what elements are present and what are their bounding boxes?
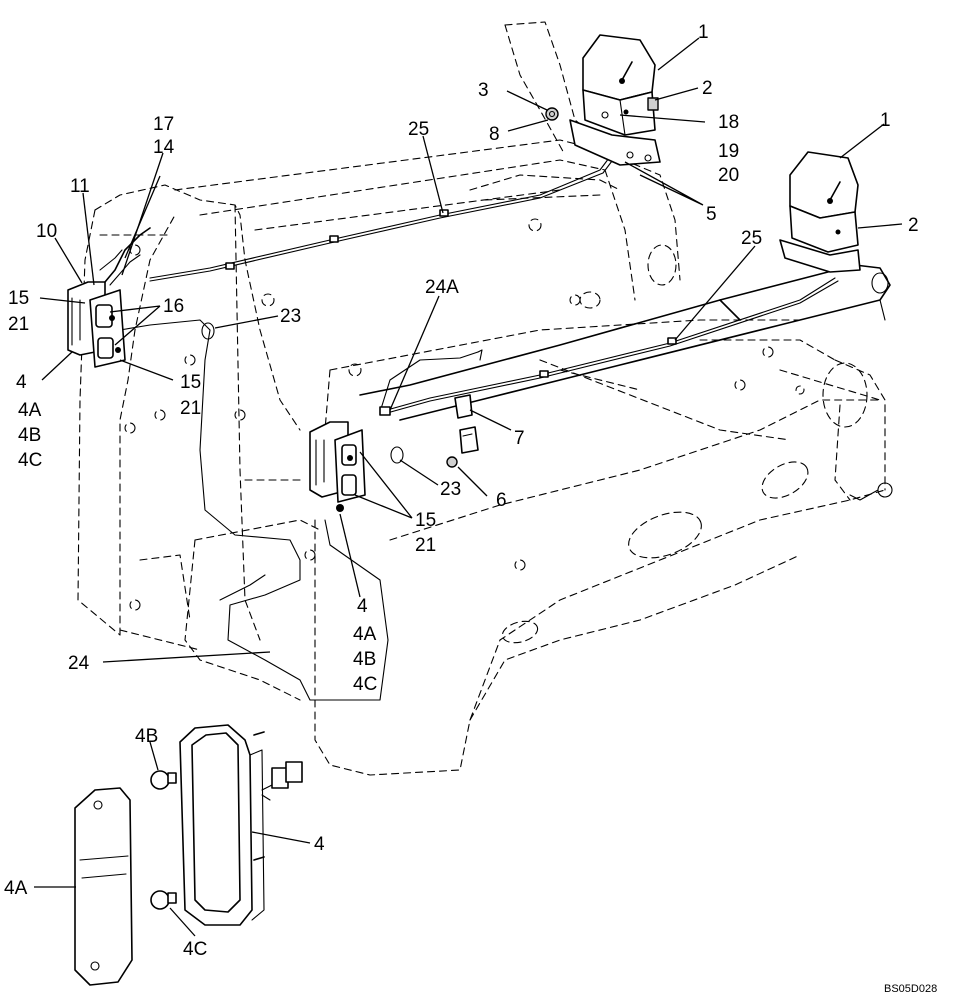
callout-c27: 24A — [425, 277, 459, 298]
callout-c13: 17 — [153, 114, 174, 135]
callout-c14: 14 — [153, 137, 175, 158]
callout-c32: 21 — [415, 535, 436, 556]
callout-c37: 24 — [68, 653, 90, 674]
callout-c04: 8 — [489, 124, 500, 145]
wiring-harness — [119, 149, 839, 701]
drawing-number: BS05D028 — [884, 983, 937, 995]
callout-c16: 10 — [36, 221, 57, 242]
middle-lamp-assembly — [309, 421, 366, 512]
callout-c26: 21 — [180, 398, 201, 419]
relay-assembly — [446, 349, 483, 468]
callout-c09: 2 — [908, 215, 919, 236]
callout-c03: 3 — [478, 80, 489, 101]
callout-c28: 7 — [514, 428, 525, 449]
callout-c07: 20 — [718, 165, 739, 186]
callout-c08: 1 — [880, 110, 891, 131]
callout-c38: 4B — [135, 726, 158, 747]
right-work-lamp — [779, 151, 861, 273]
callout-c22: 4A — [18, 400, 42, 421]
tail-lamp-exploded — [74, 724, 303, 986]
callout-c02: 2 — [702, 78, 713, 99]
callout-c24: 4C — [18, 450, 42, 471]
callout-c06: 19 — [718, 141, 739, 162]
callout-c17: 15 — [8, 288, 29, 309]
callout-c25: 15 — [180, 372, 201, 393]
callout-c34: 4A — [353, 624, 377, 645]
callout-c20: 23 — [280, 306, 301, 327]
callout-c05: 18 — [718, 112, 739, 133]
callout-c30: 6 — [496, 490, 507, 511]
callout-c10: 5 — [706, 204, 717, 225]
callout-c35: 4B — [353, 649, 376, 670]
callout-c23: 4B — [18, 425, 41, 446]
callout-c11: 25 — [408, 119, 429, 140]
callout-labels: 1 2 3 8 18 19 20 1 2 5 25 25 17 14 11 10… — [4, 22, 937, 995]
left-lamp-assembly — [67, 227, 151, 368]
callout-c41: 4C — [183, 939, 207, 960]
callout-c33: 4 — [357, 596, 368, 617]
callout-c15: 11 — [70, 176, 90, 197]
callout-c19: 16 — [163, 296, 184, 317]
leader-lines — [34, 37, 903, 937]
callout-c40: 4A — [4, 878, 28, 899]
loader-frame-outline — [77, 21, 893, 776]
callout-c31: 15 — [415, 510, 436, 531]
callout-c21: 4 — [16, 372, 27, 393]
callout-c12: 25 — [741, 228, 762, 249]
upper-work-lamp — [545, 34, 661, 166]
callout-c29: 23 — [440, 479, 461, 500]
callout-c18: 21 — [8, 314, 29, 335]
callout-c39: 4 — [314, 834, 325, 855]
callout-c01: 1 — [698, 22, 709, 43]
callout-c36: 4C — [353, 674, 377, 695]
